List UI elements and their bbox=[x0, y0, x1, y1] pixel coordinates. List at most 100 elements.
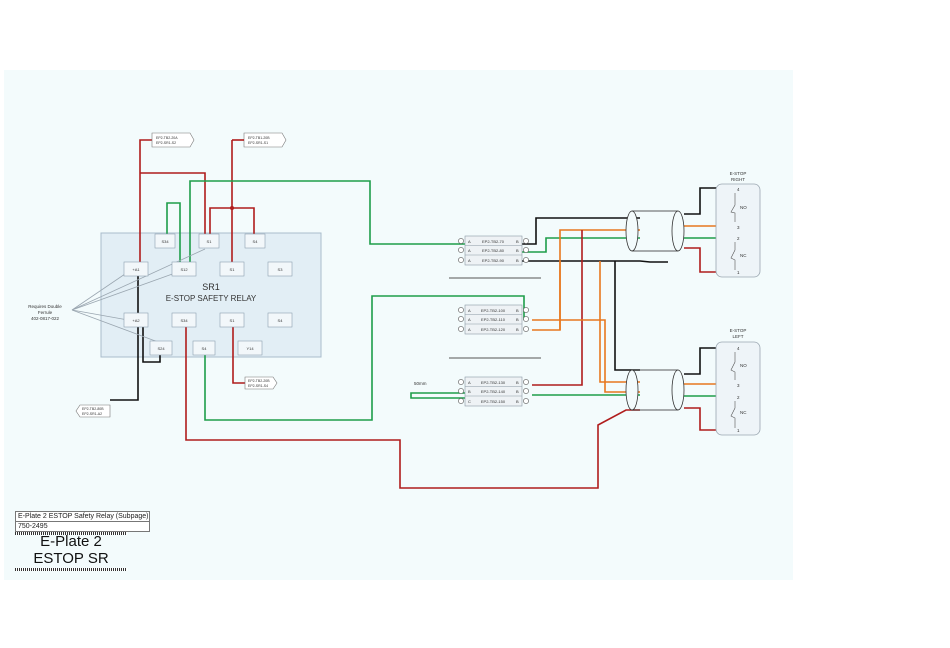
wire-black-a2 bbox=[110, 268, 139, 401]
svg-text:NC: NC bbox=[740, 410, 747, 415]
svg-text:EP2-TB1-20B: EP2-TB1-20B bbox=[248, 136, 270, 140]
svg-text:A: A bbox=[468, 308, 471, 313]
pointer-5 bbox=[71, 309, 159, 343]
svg-text:LEFT: LEFT bbox=[732, 334, 743, 339]
svg-text:NC: NC bbox=[740, 253, 747, 258]
svg-text:S4: S4 bbox=[278, 318, 284, 323]
wire-red-feed bbox=[140, 172, 206, 241]
svg-text:B: B bbox=[516, 308, 519, 313]
svg-text:B: B bbox=[516, 317, 519, 322]
svg-text:Requires Double: Requires Double bbox=[28, 304, 62, 309]
wire-green-bottom bbox=[204, 295, 525, 421]
wire-orange-left bbox=[599, 261, 640, 383]
svg-text:E-STOP: E-STOP bbox=[730, 171, 747, 176]
wire-green-loop bbox=[166, 202, 181, 268]
cable-shield-left bbox=[625, 369, 685, 411]
terminal-block-2: A A A EP2-TB2-100 EP2-TB2-110 EP2-TB2-12… bbox=[458, 304, 529, 335]
svg-text:A: A bbox=[468, 258, 471, 263]
title-big-2: ESTOP SR bbox=[33, 550, 109, 567]
svg-text:EP2-TB2-150: EP2-TB2-150 bbox=[481, 399, 506, 404]
svg-text:A: A bbox=[468, 317, 471, 322]
svg-text:EP2-TB2-70: EP2-TB2-70 bbox=[482, 239, 505, 244]
estop-left: E-STOP LEFT 4 3 2 1 NO NC bbox=[715, 328, 761, 436]
wire-black-a2b bbox=[142, 320, 161, 363]
ref-tag-bottom-left bbox=[75, 404, 111, 418]
title-block-line2: 750-2495 bbox=[16, 521, 149, 531]
svg-text:S1: S1 bbox=[230, 267, 236, 272]
svg-text:3: 3 bbox=[737, 383, 740, 388]
pointer-3 bbox=[71, 248, 206, 311]
svg-text:+A2: +A2 bbox=[132, 318, 140, 323]
wire-red-long bbox=[185, 321, 640, 489]
svg-text:EP2-TB2-80: EP2-TB2-80 bbox=[482, 248, 505, 253]
wire-orange-up bbox=[559, 229, 640, 330]
svg-text:S12: S12 bbox=[180, 267, 188, 272]
svg-text:B: B bbox=[516, 258, 519, 263]
svg-text:E-STOP: E-STOP bbox=[730, 328, 747, 333]
svg-text:B: B bbox=[468, 389, 471, 394]
svg-text:1: 1 bbox=[737, 270, 740, 275]
svg-text:402-0817-022: 402-0817-022 bbox=[31, 316, 60, 321]
relay-title: E-STOP SAFETY RELAY bbox=[166, 294, 257, 303]
wire-red-a1 bbox=[139, 139, 152, 268]
wire-black-tb1 bbox=[522, 217, 640, 245]
svg-text:S1: S1 bbox=[230, 318, 236, 323]
wire-red-s1-bottom bbox=[232, 321, 245, 384]
svg-text:EP2-SR1-S4: EP2-SR1-S4 bbox=[248, 384, 268, 388]
ref-tag-top-left bbox=[151, 132, 195, 148]
svg-text:EP2-TB2-20B: EP2-TB2-20B bbox=[248, 379, 270, 383]
svg-text:Y14: Y14 bbox=[246, 346, 254, 351]
terminal-block-1: A A A EP2-TB2-70 EP2-TB2-80 EP2-TB2-90 B… bbox=[458, 235, 529, 266]
off-page-refs: EP2-TB2-20A EP2-SR1-S2 EP2-TB1-20B EP2-S… bbox=[75, 132, 287, 418]
svg-text:S34: S34 bbox=[180, 318, 188, 323]
svg-text:EP2-TB2-130: EP2-TB2-130 bbox=[481, 380, 506, 385]
svg-text:EP2-TB2-140: EP2-TB2-140 bbox=[481, 389, 506, 394]
svg-text:EP2-TB2-20A: EP2-TB2-20A bbox=[156, 136, 178, 140]
svg-text:4: 4 bbox=[737, 346, 740, 351]
svg-text:3: 3 bbox=[737, 225, 740, 230]
svg-text:4: 4 bbox=[737, 187, 740, 192]
svg-text:RIGHT: RIGHT bbox=[731, 177, 745, 182]
svg-text:B: B bbox=[516, 399, 519, 404]
wire-orange-tb2b bbox=[532, 319, 640, 393]
terminal-block-3: A B C EP2-TB2-130 EP2-TB2-140 EP2-TB2-15… bbox=[458, 376, 529, 407]
svg-text:S4: S4 bbox=[253, 239, 259, 244]
svg-text:NO: NO bbox=[740, 205, 747, 210]
svg-text:EP2-SR1-S2: EP2-SR1-S2 bbox=[156, 141, 176, 145]
svg-text:EP2-TB2-80B: EP2-TB2-80B bbox=[82, 407, 104, 411]
svg-text:S24: S24 bbox=[157, 346, 165, 351]
svg-text:EP2-TB2-100: EP2-TB2-100 bbox=[481, 308, 506, 313]
svg-text:A: A bbox=[468, 239, 471, 244]
svg-text:S34: S34 bbox=[161, 239, 169, 244]
pointer-4 bbox=[71, 309, 129, 321]
relay-terminals: S34 S1 S4 +A1 S12 S1 S3 +A2 S34 S1 S4 S2… bbox=[123, 233, 293, 356]
wire-green-top bbox=[189, 180, 465, 268]
svg-text:EP2-TB2-120: EP2-TB2-120 bbox=[481, 327, 506, 332]
jumper-label: 50mm bbox=[414, 381, 427, 386]
svg-text:2: 2 bbox=[737, 395, 740, 400]
svg-text:B: B bbox=[516, 327, 519, 332]
ref-tag-bottom-mid bbox=[244, 376, 278, 390]
svg-text:A: A bbox=[468, 327, 471, 332]
wire-green-jumper bbox=[410, 392, 465, 399]
svg-text:+A1: +A1 bbox=[132, 267, 140, 272]
title-block: E-Plate 2 ESTOP Safety Relay (Subpage) 7… bbox=[15, 511, 150, 532]
svg-text:EP2-SR1-S1: EP2-SR1-S1 bbox=[248, 141, 268, 145]
hatch-top bbox=[15, 532, 127, 535]
title-block-line1: E-Plate 2 ESTOP Safety Relay (Subpage) bbox=[18, 513, 149, 520]
svg-text:A: A bbox=[468, 380, 471, 385]
svg-text:A: A bbox=[468, 248, 471, 253]
svg-text:EP2-TB2-110: EP2-TB2-110 bbox=[481, 317, 506, 322]
relay-name: SR1 bbox=[202, 282, 220, 292]
wire-red-tb3 bbox=[532, 261, 583, 386]
cable-shield-right bbox=[625, 210, 685, 252]
svg-text:B: B bbox=[516, 380, 519, 385]
ferrule-callout: Requires Double Ferrule 402-0817-022 bbox=[28, 304, 62, 321]
svg-text:S1: S1 bbox=[207, 239, 213, 244]
hatch-bottom bbox=[15, 568, 127, 571]
svg-text:B: B bbox=[516, 239, 519, 244]
svg-text:2: 2 bbox=[737, 236, 740, 241]
wire-black-left bbox=[614, 261, 640, 371]
svg-text:Ferrule: Ferrule bbox=[38, 310, 53, 315]
